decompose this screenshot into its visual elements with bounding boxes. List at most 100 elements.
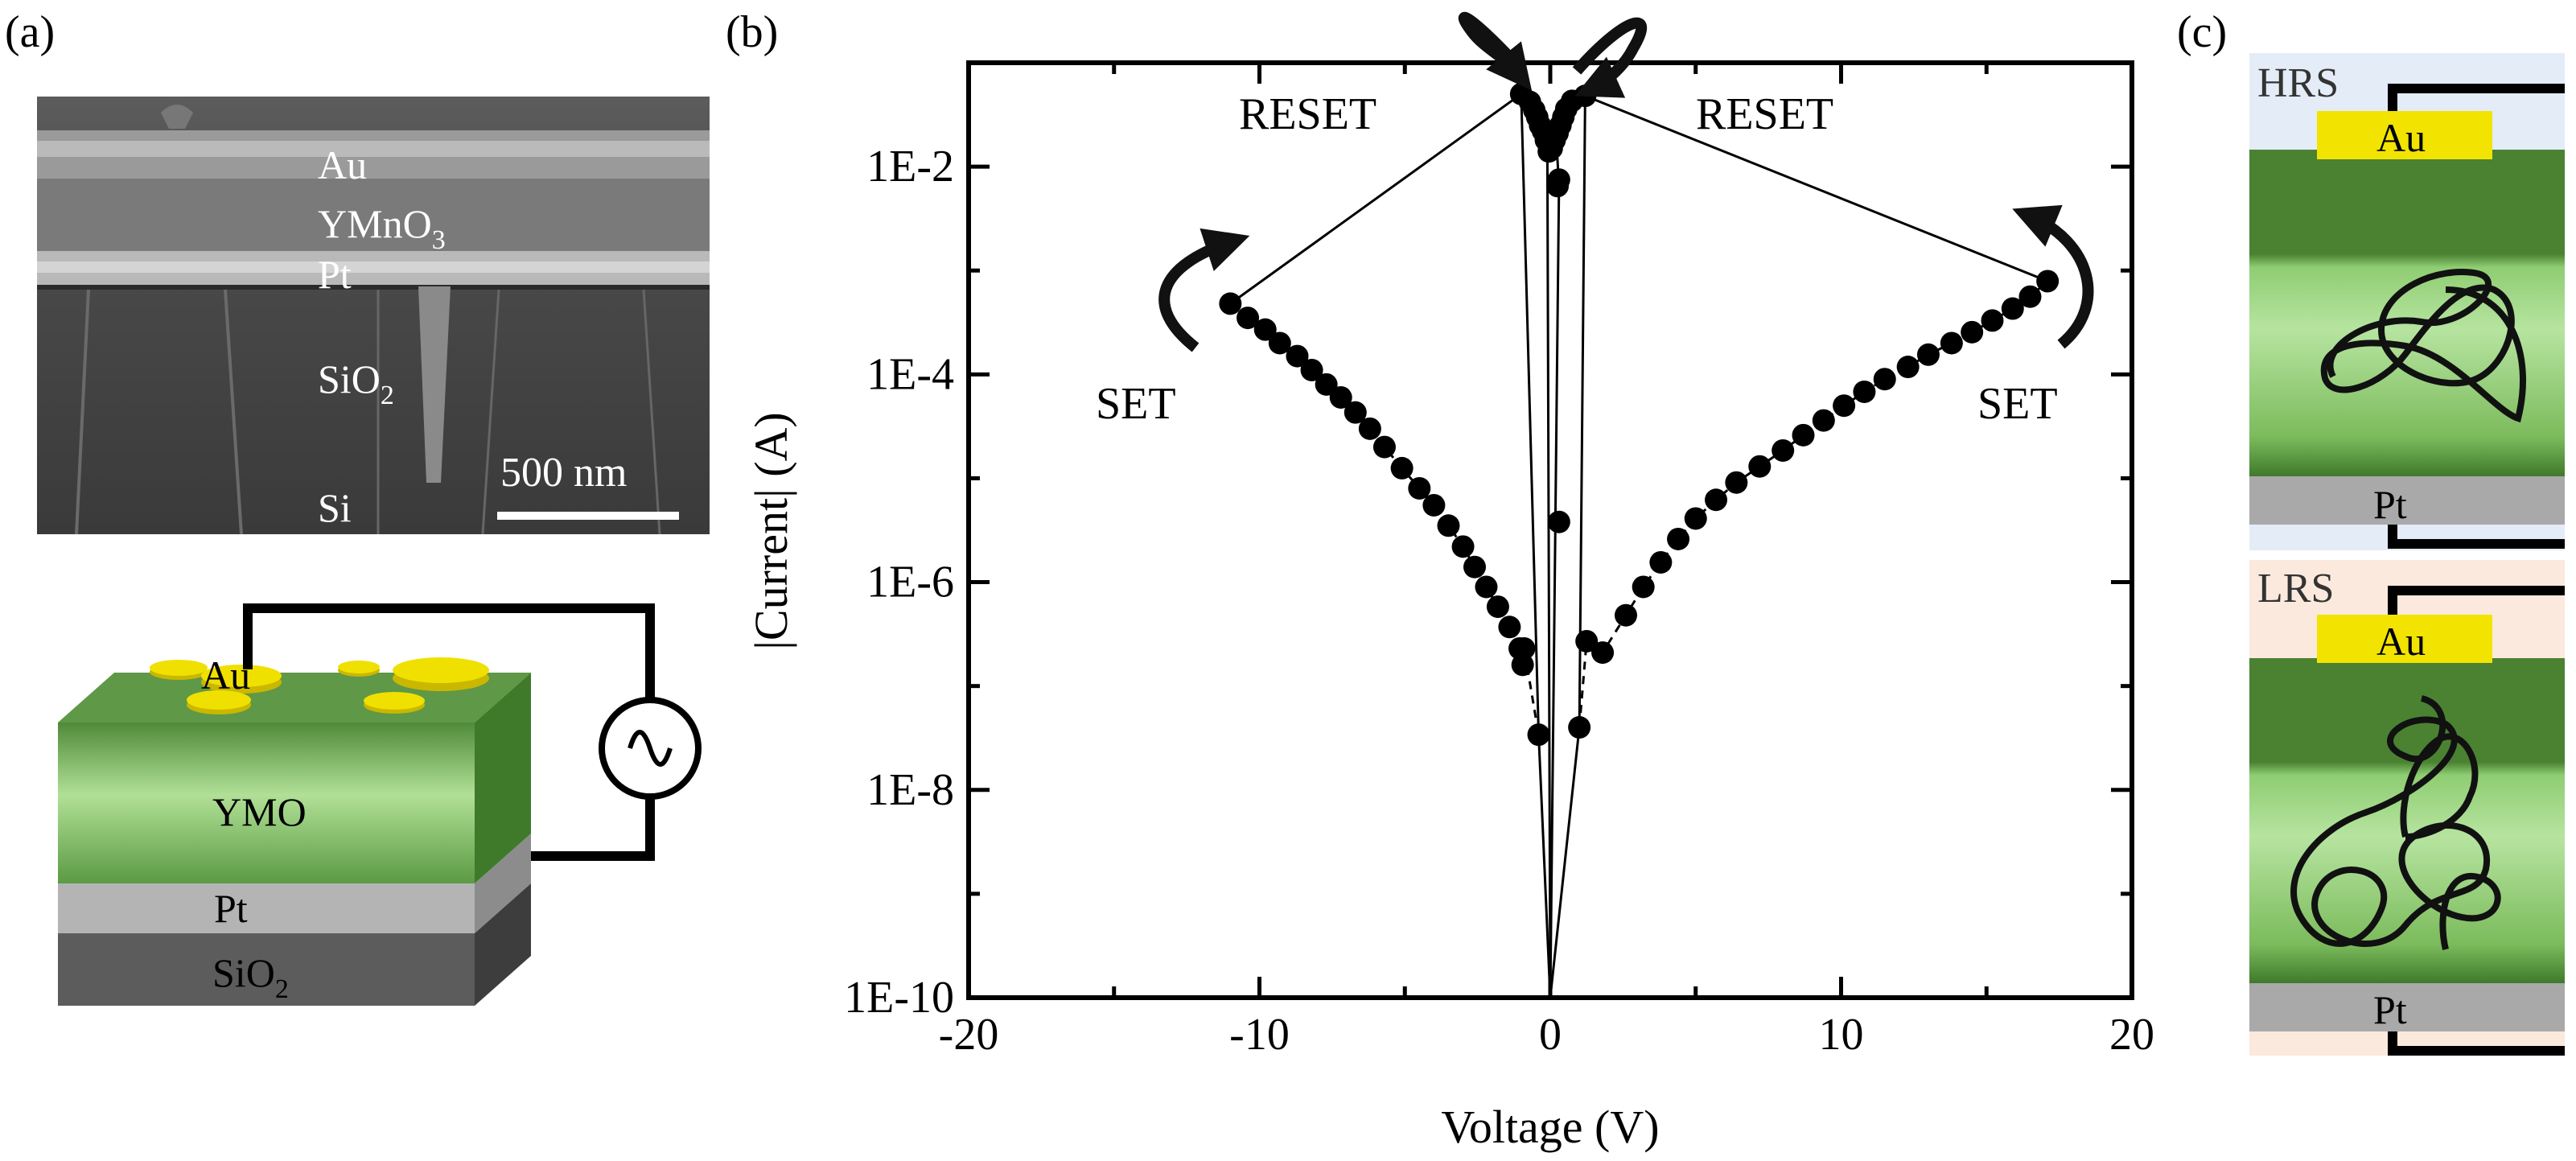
label-reset-left: RESET [1239, 89, 1376, 139]
sem-label-au: Au [318, 142, 367, 187]
data-point [1329, 385, 1352, 409]
data-point [1667, 527, 1690, 550]
data-point [1916, 343, 1940, 366]
data-point [1684, 507, 1707, 530]
lrs-au-label: Au [2376, 619, 2426, 664]
data-point [2001, 297, 2024, 320]
data-point [1772, 438, 1795, 462]
circuit-wire [243, 603, 655, 861]
lrs-title: LRS [2257, 566, 2334, 611]
data-point [1748, 455, 1772, 478]
data-point [1546, 175, 1570, 198]
sem-label-sio2: SiO2 [318, 356, 394, 410]
data-point [1792, 423, 1815, 447]
set-branch-left [1229, 303, 1541, 735]
data-point [1344, 401, 1367, 424]
data-point [2018, 285, 2042, 308]
ac-source-icon [599, 697, 702, 800]
data-point [1300, 358, 1323, 381]
y-tick-label: 1E-6 [866, 558, 954, 607]
y-tick-label: 1E-2 [866, 142, 954, 191]
data-point [1591, 641, 1615, 665]
data-point [1498, 615, 1521, 639]
data-point [1268, 331, 1291, 355]
reset-sweep-left [1229, 91, 1552, 998]
data-point [1873, 368, 1896, 391]
x-tick-label: -10 [1229, 1010, 1290, 1060]
x-tick-label: -20 [939, 1010, 999, 1060]
device-label-au: Au [201, 653, 250, 698]
data-point [1527, 723, 1550, 747]
data-point [1286, 344, 1309, 368]
data-point [1981, 309, 2004, 332]
y-tick-label: 1E-10 [844, 973, 954, 1023]
au-electrodes [150, 657, 489, 714]
x-tick-label: 20 [2109, 1010, 2154, 1060]
data-point [1237, 307, 1260, 330]
data-point [1372, 435, 1396, 459]
filament-icon [2290, 695, 2501, 950]
panel-label-a: (a) [5, 7, 55, 57]
sem-label-ymno3: YMnO3 [318, 201, 446, 255]
data-point [1575, 629, 1599, 653]
arrow-icon [1158, 228, 1250, 352]
y-tick-label: 1E-8 [866, 765, 954, 815]
arrow-icon [2012, 204, 2094, 349]
data-point [1422, 493, 1446, 517]
data-point [1358, 417, 1381, 440]
data-point [1833, 394, 1856, 418]
scale-bar-label: 500 nm [500, 450, 627, 496]
data-point [1812, 409, 1835, 432]
data-point [1940, 331, 1963, 355]
data-point [1437, 514, 1460, 537]
data-point [1408, 476, 1431, 500]
label-set-right: SET [1977, 379, 2058, 429]
x-tick-label: 10 [1819, 1010, 1864, 1060]
device-schematic [58, 673, 531, 1006]
label-reset-right: RESET [1696, 89, 1833, 139]
panel-label-c: (c) [2177, 7, 2227, 57]
x-axis-title: Voltage (V) [1441, 1101, 1659, 1153]
data-point [1390, 456, 1414, 480]
transition-arrows [1158, 11, 2094, 352]
iv-chart: -20 -10 0 10 20 1E-10 1E-8 1E-6 1E-4 1E-2 [844, 60, 2154, 1060]
data-point [1568, 716, 1591, 739]
arrow-icon [1458, 11, 1533, 91]
data-point [1511, 653, 1534, 677]
panel-label-b: (b) [726, 7, 778, 57]
hrs-pt-label: Pt [2373, 482, 2407, 527]
data-point [1547, 510, 1570, 533]
sem-label-si: Si [318, 485, 352, 530]
filament-icon [2320, 269, 2526, 423]
data-point [1512, 636, 1536, 660]
data-point [1475, 575, 1498, 599]
label-set-left: SET [1096, 379, 1176, 429]
hrs-panel [2249, 53, 2565, 550]
reset-sweep-right [1549, 93, 2048, 998]
sem-label-pt: Pt [318, 252, 352, 297]
y-axis-title: |Current| (A) [745, 412, 797, 649]
data-point [1463, 555, 1487, 578]
center-sweep [1545, 135, 1561, 998]
data-point [1315, 373, 1338, 396]
data-point [2036, 270, 2060, 293]
data-point [1253, 318, 1277, 341]
data-point [1725, 471, 1748, 494]
data-point [1614, 603, 1637, 627]
device-label-pt: Pt [214, 886, 248, 931]
arrow-icon [1572, 17, 1648, 98]
data-point [1961, 320, 1984, 344]
lrs-panel [2249, 560, 2565, 1056]
data-point [1451, 535, 1475, 558]
scale-bar [497, 512, 679, 520]
data-point [1219, 292, 1242, 315]
data-point [1649, 550, 1673, 574]
lrs-pt-label: Pt [2373, 987, 2407, 1032]
data-point [1486, 595, 1509, 619]
device-label-sio2: SiO2 [212, 950, 289, 1004]
hrs-title: HRS [2257, 60, 2339, 106]
x-tick-label: 0 [1539, 1010, 1562, 1060]
y-tick-label: 1E-4 [866, 349, 954, 399]
data-point [1896, 356, 1920, 379]
